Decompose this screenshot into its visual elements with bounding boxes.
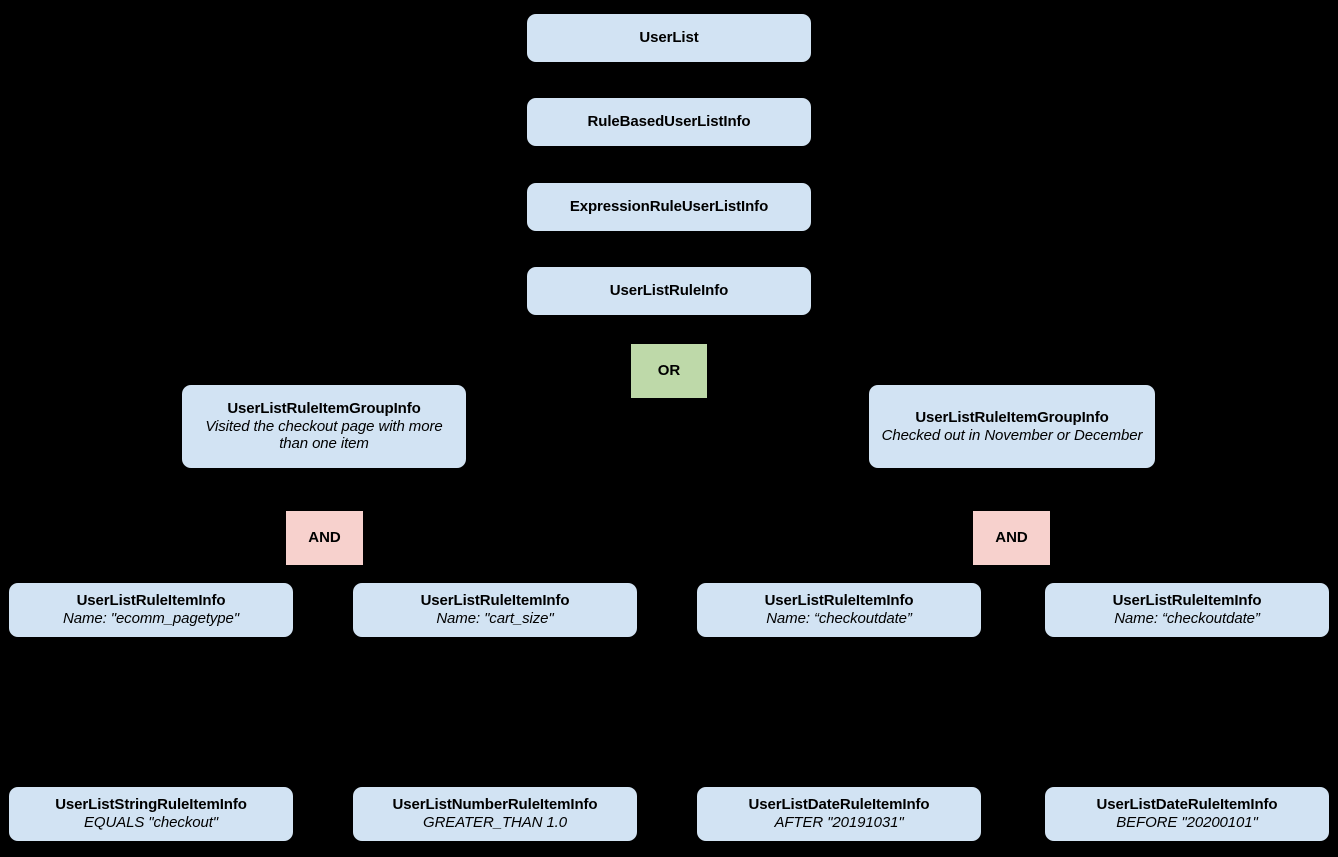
- node-title: UserList: [639, 29, 699, 47]
- node-title: UserListRuleItemInfo: [1112, 592, 1262, 610]
- node-title: UserListDateRuleItemInfo: [748, 796, 930, 814]
- node-title: UserListRuleItemInfo: [764, 592, 914, 610]
- node-title: UserListRuleInfo: [609, 282, 729, 300]
- node-subtitle: Checked out in November or December: [881, 426, 1143, 444]
- node-subtitle: AFTER "20191031": [774, 814, 904, 831]
- node-subtitle: BEFORE "20200101": [1116, 814, 1258, 831]
- node-and-right[interactable]: AND: [973, 511, 1050, 565]
- node-title: ExpressionRuleUserListInfo: [569, 198, 769, 216]
- node-userlist[interactable]: UserList: [527, 14, 811, 62]
- node-title: UserListRuleItemInfo: [76, 592, 226, 610]
- operator-label: AND: [995, 529, 1028, 547]
- operator-label: AND: [308, 529, 341, 547]
- node-title: UserListRuleItemGroupInfo: [227, 399, 421, 417]
- node-subtitle: GREATER_THAN 1.0: [423, 814, 567, 831]
- edge-ruleinfo-to-group-left: [317, 314, 670, 387]
- node-subtitle: EQUALS "checkout": [83, 814, 218, 831]
- operator-label: OR: [657, 362, 681, 380]
- node-rulebased[interactable]: RuleBasedUserListInfo: [527, 98, 811, 146]
- edge-ruleinfo-to-group-right: [668, 314, 1019, 387]
- node-subtitle: Name: “checkoutdate”: [766, 610, 912, 627]
- node-title: UserListStringRuleItemInfo: [55, 796, 247, 814]
- node-ruleinfo[interactable]: UserListRuleInfo: [527, 267, 811, 315]
- node-title: UserListDateRuleItemInfo: [1096, 796, 1278, 814]
- node-title: UserListNumberRuleItemInfo: [392, 796, 598, 814]
- node-subtitle: Name: “checkoutdate”: [1114, 610, 1260, 627]
- node-or[interactable]: OR: [631, 344, 707, 398]
- node-and-left[interactable]: AND: [286, 511, 363, 565]
- node-subtitle: Name: "cart_size": [436, 610, 554, 627]
- node-title: RuleBasedUserListInfo: [587, 113, 751, 131]
- node-title: UserListRuleItemInfo: [420, 592, 570, 610]
- node-subtitle: Name: "ecomm_pagetype": [62, 610, 240, 627]
- node-subtitle: Visited the checkout page with more than…: [205, 417, 443, 453]
- node-title: UserListRuleItemGroupInfo: [915, 408, 1109, 426]
- node-expression[interactable]: ExpressionRuleUserListInfo: [527, 183, 811, 231]
